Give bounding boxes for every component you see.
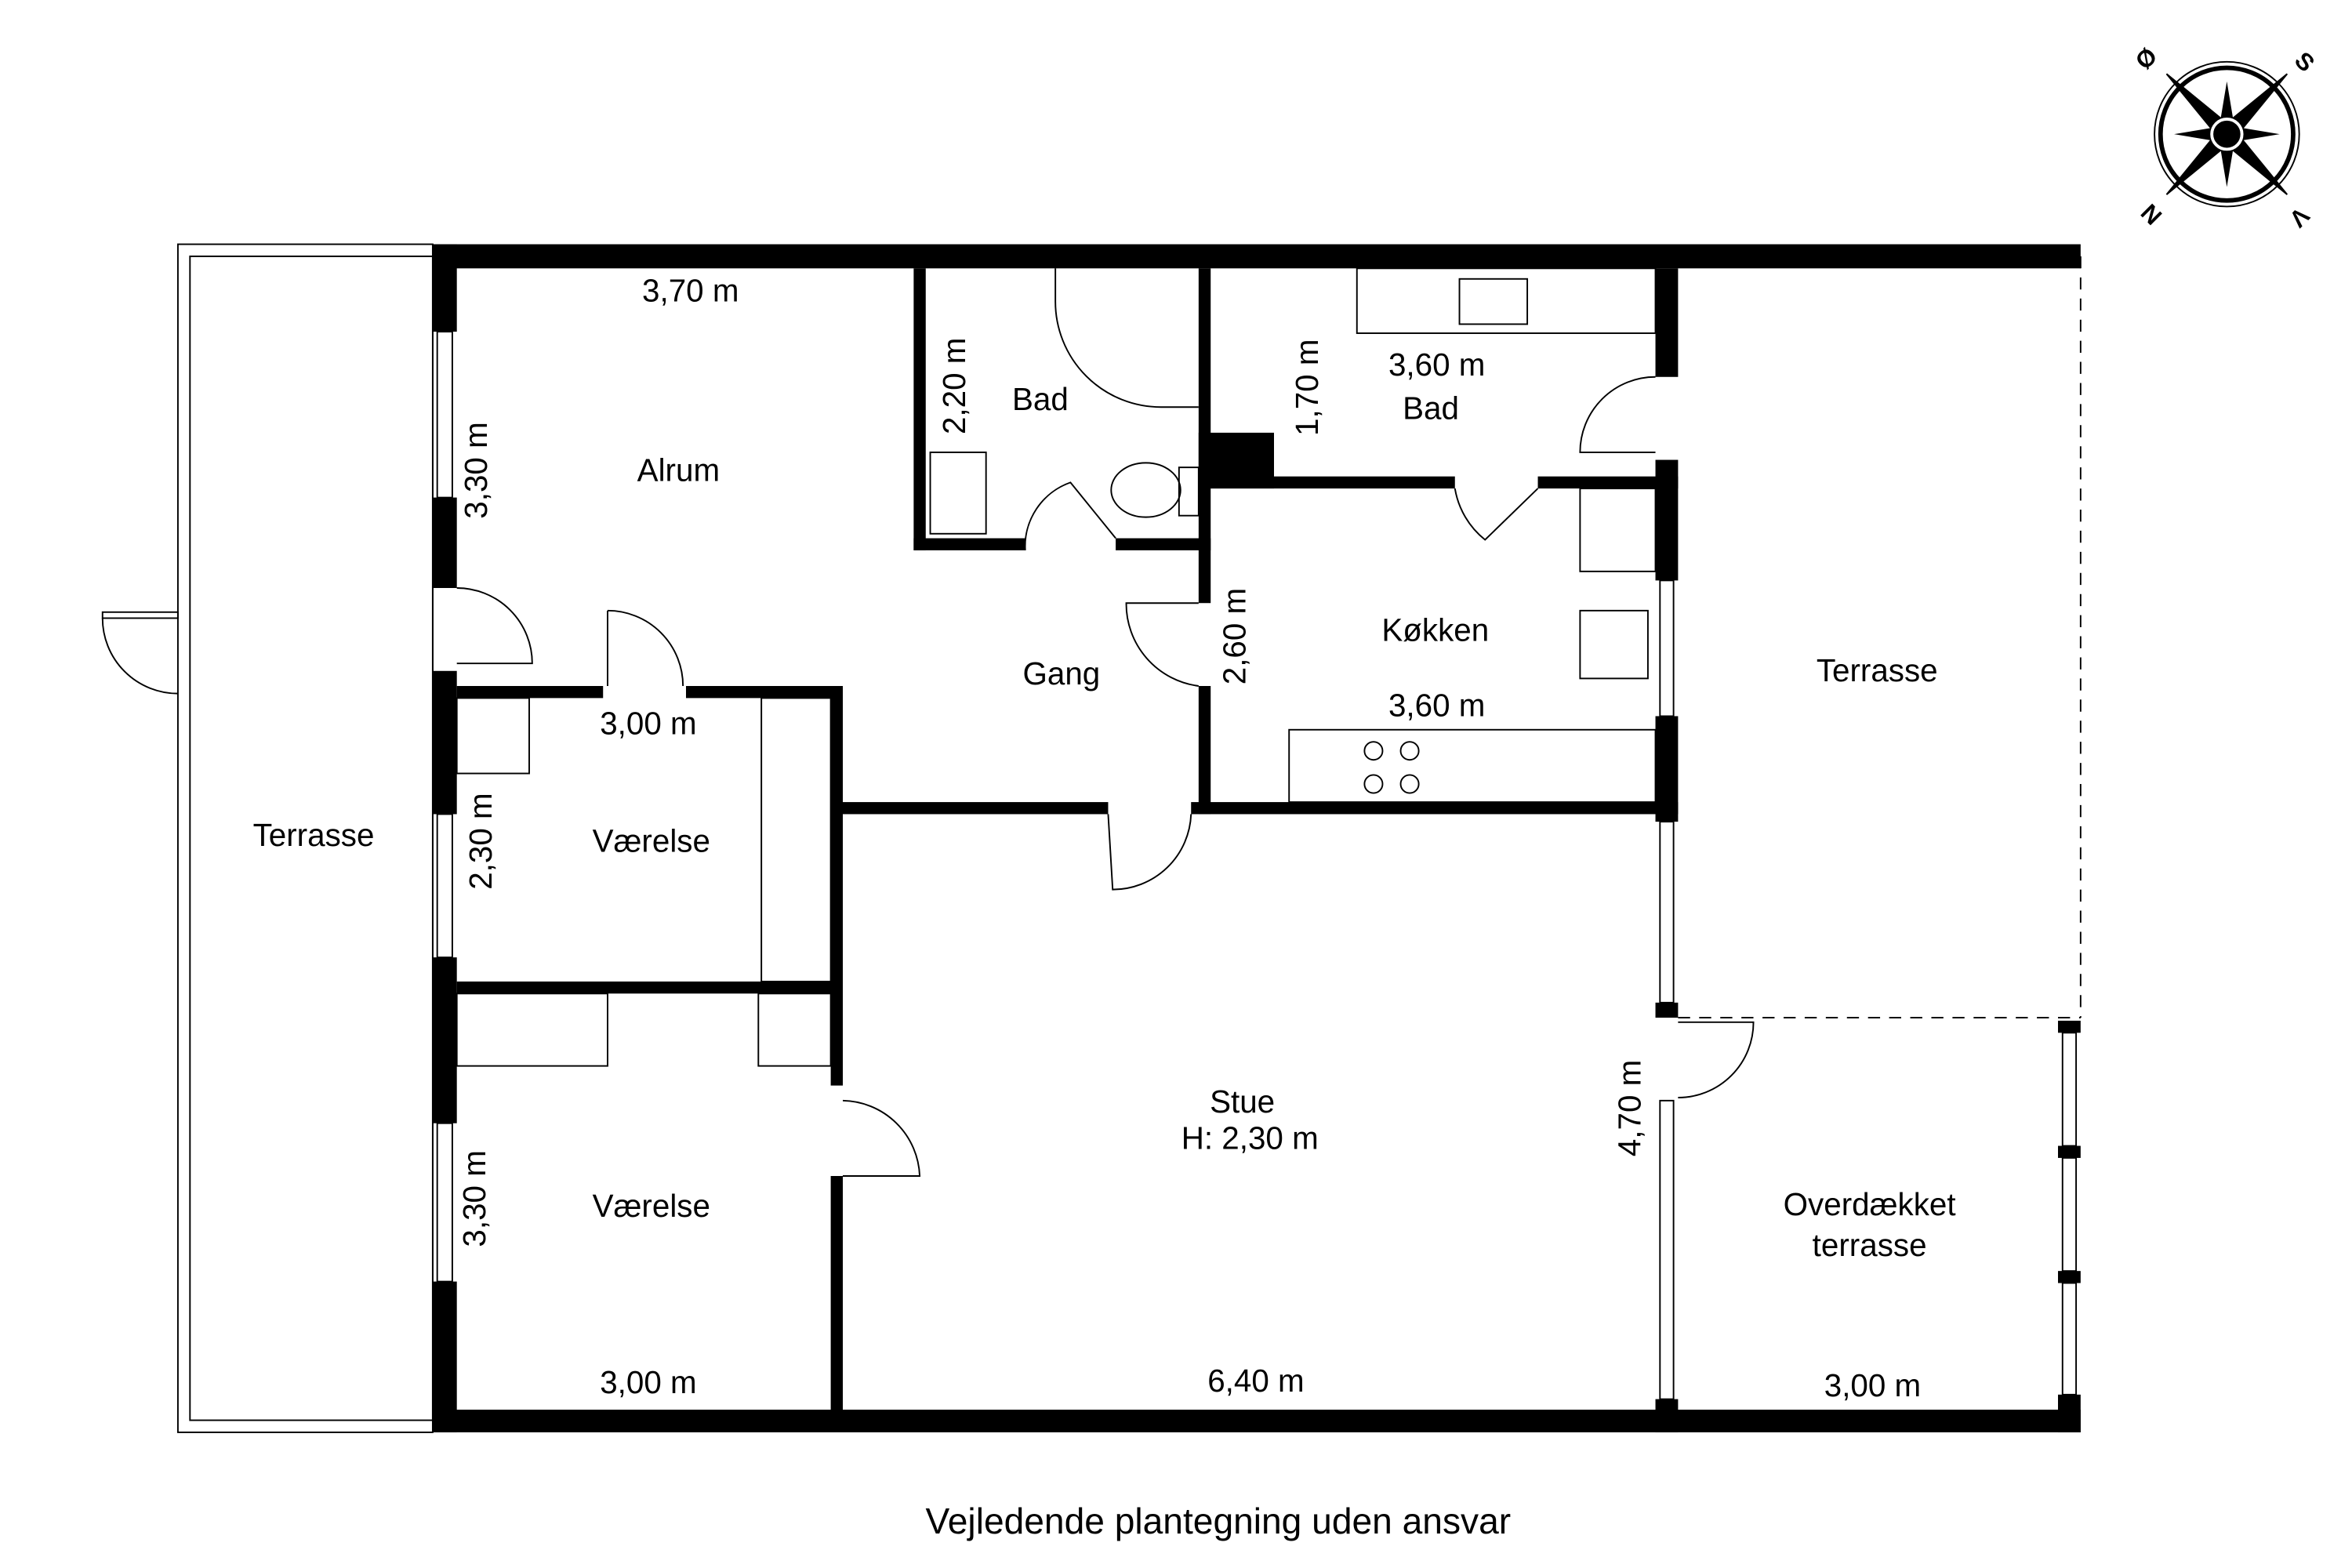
windows — [436, 331, 2078, 1400]
compass-label-west: V — [2284, 202, 2315, 234]
terrace-right-label: Terrasse — [1817, 652, 1938, 688]
terrace-left-label: Terrasse — [253, 817, 375, 853]
vaerelse1-label: Værelse — [593, 823, 710, 859]
bad2-depth: 1,70 m — [1289, 339, 1325, 436]
stue-width: 6,40 m — [1207, 1363, 1304, 1399]
compass-rose-icon: Ø S N V — [2130, 42, 2321, 234]
bad2-label: Bad — [1403, 390, 1459, 426]
alrum-depth: 3,30 m — [458, 422, 494, 518]
stue-label: Stue — [1210, 1083, 1275, 1120]
vaerelse2-width: 3,00 m — [600, 1364, 696, 1400]
vaerelse2-depth: 3,30 m — [456, 1150, 492, 1247]
disclaimer: Vejledende plantegning uden ansvar — [926, 1501, 1512, 1541]
gang-label: Gang — [1022, 655, 1100, 691]
koekken-label: Køkken — [1381, 612, 1489, 648]
bad2-width: 3,60 m — [1388, 347, 1485, 383]
covered-terrace-label-1: Overdækket — [1784, 1186, 1956, 1222]
compass-label-east: Ø — [2130, 42, 2163, 75]
compass-label-north: N — [2136, 198, 2167, 230]
alrum-width: 3,70 m — [642, 273, 739, 309]
vaerelse1-width: 3,00 m — [600, 706, 696, 742]
bad1-label: Bad — [1012, 381, 1069, 417]
stue-depth: 4,70 m — [1611, 1060, 1647, 1156]
koekken-width: 3,60 m — [1388, 687, 1485, 723]
compass-label-south: S — [2289, 46, 2320, 77]
covered-terrace-width: 3,00 m — [1824, 1367, 1921, 1403]
vaerelse1-depth: 2,30 m — [463, 793, 499, 889]
fixtures — [456, 267, 1657, 1067]
covered-terrace-label-2: terrasse — [1813, 1227, 1927, 1263]
koekken-depth: 2,60 m — [1216, 588, 1252, 684]
stue-height: H: 2,30 m — [1181, 1120, 1319, 1156]
terrace-left-outline — [101, 243, 434, 1433]
bad1-depth: 2,20 m — [936, 338, 972, 434]
walls — [432, 244, 2081, 1432]
doors — [456, 376, 1755, 1177]
vaerelse2-label: Værelse — [593, 1188, 710, 1224]
alrum-label: Alrum — [637, 452, 720, 488]
